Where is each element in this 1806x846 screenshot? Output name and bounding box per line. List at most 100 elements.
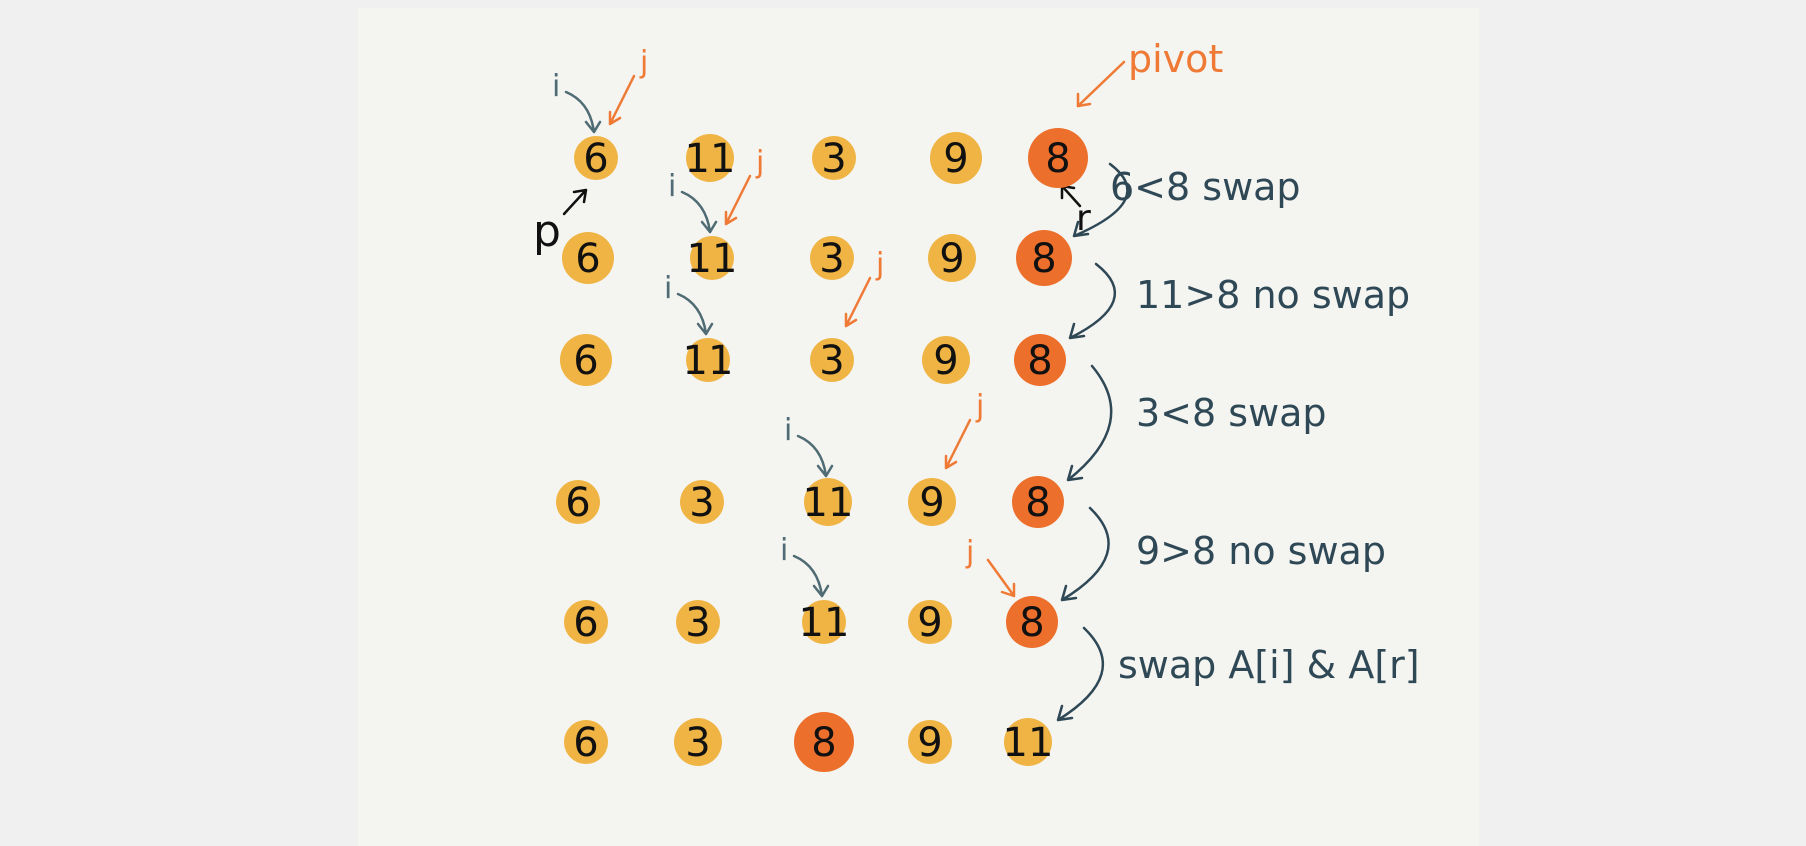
step-arrow	[1066, 364, 1113, 482]
pivot-element-circle	[1012, 476, 1064, 528]
pivot-element-circle	[1016, 230, 1072, 286]
element-circle	[1004, 718, 1052, 766]
array-row-3: 6 11 3 9 8 i j 3<8 swap	[560, 247, 1327, 482]
element-value: 11	[1003, 720, 1054, 766]
element-circle	[564, 720, 608, 764]
i-pointer-label: i	[664, 271, 672, 306]
i-pointer-arrow	[792, 554, 830, 598]
i-pointer-label: i	[784, 413, 792, 448]
element-value: 9	[917, 720, 942, 766]
i-pointer-label: i	[668, 169, 676, 204]
i-pointer-arrow	[676, 292, 714, 336]
element-value: 6	[565, 480, 590, 526]
element-value: 11	[685, 136, 736, 182]
pivot-element-value: 8	[1031, 236, 1056, 282]
element-circle	[686, 134, 734, 182]
j-pointer-arrow	[608, 74, 636, 126]
element-value: 11	[803, 480, 854, 526]
i-pointer-arrow	[564, 90, 602, 134]
element-value: 9	[943, 136, 968, 182]
element-value: 11	[683, 338, 734, 384]
element-value: 9	[939, 236, 964, 282]
step-note: swap A[i] & A[r]	[1118, 643, 1420, 687]
rows-layer: 6 11 3 9 8 i j 6<8 swap 6 11 3 9 8 i j 11>8 no swap 6 11 3…	[552, 45, 1420, 772]
element-circle	[560, 334, 612, 386]
j-pointer-label: j	[965, 535, 974, 570]
pivot-arrowhead	[1076, 92, 1092, 108]
element-value: 11	[799, 600, 850, 646]
step-arrow	[1060, 506, 1110, 602]
pivot-element-circle	[1028, 128, 1088, 188]
p-label: p	[533, 206, 561, 257]
step-note: 11>8 no swap	[1136, 273, 1410, 317]
j-pointer-label: j	[755, 145, 764, 180]
element-value: 3	[689, 480, 714, 526]
element-circle	[676, 600, 720, 644]
element-value: 6	[573, 720, 598, 766]
element-circle	[908, 600, 952, 644]
pivot-element-value: 8	[1027, 338, 1052, 384]
element-circle	[680, 480, 724, 524]
step-note: 9>8 no swap	[1136, 529, 1386, 573]
r-arrow	[1060, 184, 1082, 208]
i-pointer-arrow	[796, 434, 834, 478]
step-arrow	[1072, 162, 1129, 238]
j-pointer-label: j	[639, 45, 648, 80]
element-value: 6	[583, 136, 608, 182]
pivot-element-value: 8	[811, 720, 836, 766]
element-value: 6	[573, 600, 598, 646]
pivot-element-circle	[1006, 596, 1058, 648]
step-arrow	[1068, 262, 1117, 340]
element-circle	[810, 236, 854, 280]
array-row-6: 6 3 8 9 11	[564, 712, 1053, 772]
element-circle	[810, 338, 854, 382]
element-circle	[812, 136, 856, 180]
element-circle	[556, 480, 600, 524]
j-pointer-arrow	[986, 558, 1016, 598]
j-pointer-arrow	[844, 276, 872, 328]
element-circle	[562, 232, 614, 284]
array-row-5: 6 3 11 9 8 i j swap A[i] & A[r]	[564, 533, 1420, 722]
j-pointer-label: j	[875, 247, 884, 282]
element-circle	[928, 234, 976, 282]
step-note: 3<8 swap	[1136, 391, 1327, 435]
step-arrow	[1056, 626, 1105, 722]
element-value: 3	[685, 720, 710, 766]
element-value: 3	[685, 600, 710, 646]
pivot-label: pivot	[1128, 37, 1223, 81]
element-value: 9	[917, 600, 942, 646]
pivot-element-circle	[794, 712, 854, 772]
array-row-2: 6 11 3 9 8 i j 11>8 no swap	[562, 145, 1410, 340]
element-circle	[674, 718, 722, 766]
pivot-element-value: 8	[1025, 480, 1050, 526]
element-value: 3	[821, 136, 846, 182]
i-pointer-label: i	[780, 533, 788, 568]
array-row-4: 6 3 11 9 8 i j 9>8 no swap	[556, 389, 1386, 602]
pivot-element-value: 8	[1019, 600, 1044, 646]
element-value: 6	[575, 236, 600, 282]
element-value: 3	[819, 338, 844, 384]
j-pointer-arrow	[944, 418, 972, 470]
element-value: 3	[819, 236, 844, 282]
element-circle	[686, 338, 730, 382]
element-value: 6	[573, 338, 598, 384]
p-arrow	[562, 188, 588, 216]
pivot-element-circle	[1014, 334, 1066, 386]
element-value: 11	[687, 236, 738, 282]
i-pointer-arrow	[680, 190, 718, 234]
element-circle	[574, 136, 618, 180]
step-note: 6<8 swap	[1110, 165, 1301, 209]
element-value: 9	[933, 338, 958, 384]
i-pointer-label: i	[552, 69, 560, 104]
pivot-arrow	[1076, 60, 1126, 108]
element-circle	[804, 478, 852, 526]
element-circle	[802, 600, 846, 644]
element-value: 9	[919, 480, 944, 526]
element-circle	[908, 720, 952, 764]
j-pointer-arrow	[724, 174, 752, 226]
element-circle	[690, 236, 734, 280]
element-circle	[922, 336, 970, 384]
